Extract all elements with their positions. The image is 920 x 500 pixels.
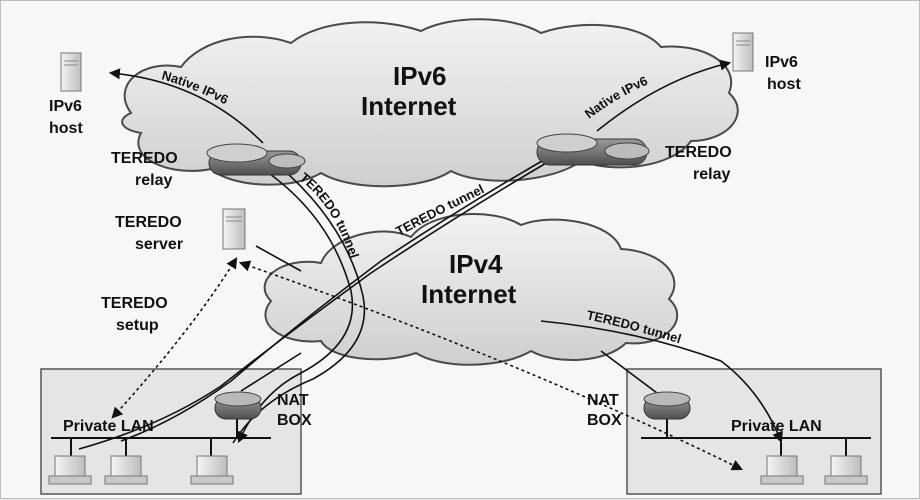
ipv6-host-left-icon	[60, 52, 82, 92]
nat-box-left-label-line2: BOX	[277, 412, 312, 429]
teredo-setup-label-line1: TEREDO	[101, 295, 168, 312]
teredo-server-label-line2: server	[135, 236, 183, 253]
private-lan-left-label: Private LAN	[63, 418, 154, 435]
lan-buses	[51, 419, 871, 457]
teredo-relay-right-label-line1: TEREDO	[665, 144, 732, 161]
ipv6-host-left-label-line1: IPv6	[49, 98, 82, 115]
ipv4-cloud-label-line2: Internet	[421, 279, 517, 309]
pc-right-2-icon	[824, 455, 868, 485]
ipv6-cloud-label-line1: IPv6	[393, 61, 447, 91]
pc-left-3-icon	[190, 455, 234, 485]
teredo-setup-label-line2: setup	[116, 317, 159, 334]
ipv6-host-right-icon	[732, 32, 754, 72]
nat-box-right-label-line2: BOX	[587, 412, 622, 429]
teredo-server-icon	[222, 208, 246, 250]
nat-box-left-icon	[214, 391, 262, 420]
teredo-relay-left-icon	[206, 143, 306, 176]
ipv6-host-right-label-line2: host	[767, 76, 801, 93]
native-ipv6-link-right	[596, 59, 732, 132]
server-to-cloud-link	[255, 245, 302, 272]
nat-box-right-icon	[643, 391, 691, 420]
ipv4-cloud-label-line1: IPv4	[449, 249, 503, 279]
connections	[78, 59, 783, 471]
native-ipv6-link-left	[108, 68, 264, 144]
teredo-relay-left-label-line1: TEREDO	[111, 150, 178, 167]
ipv6-cloud-label-line2: Internet	[361, 91, 457, 121]
nat-box-right-label-line1: NAT	[587, 392, 619, 409]
teredo-relay-right-label-line2: relay	[693, 166, 730, 183]
pc-right-1-icon	[760, 455, 804, 485]
server-to-right-lan-link	[238, 260, 744, 471]
teredo-setup-link	[111, 257, 238, 419]
pc-left-2-icon	[104, 455, 148, 485]
teredo-relay-right-icon	[536, 133, 650, 166]
teredo-server-label-line1: TEREDO	[115, 214, 182, 231]
private-lan-right-label: Private LAN	[731, 418, 822, 435]
nat-box-left-label-line1: NAT	[277, 392, 309, 409]
pc-left-1-icon	[48, 455, 92, 485]
teredo-relay-left-label-line2: relay	[135, 172, 172, 189]
ipv6-host-left-label-line2: host	[49, 120, 83, 137]
ipv6-host-right-label-line1: IPv6	[765, 54, 798, 71]
